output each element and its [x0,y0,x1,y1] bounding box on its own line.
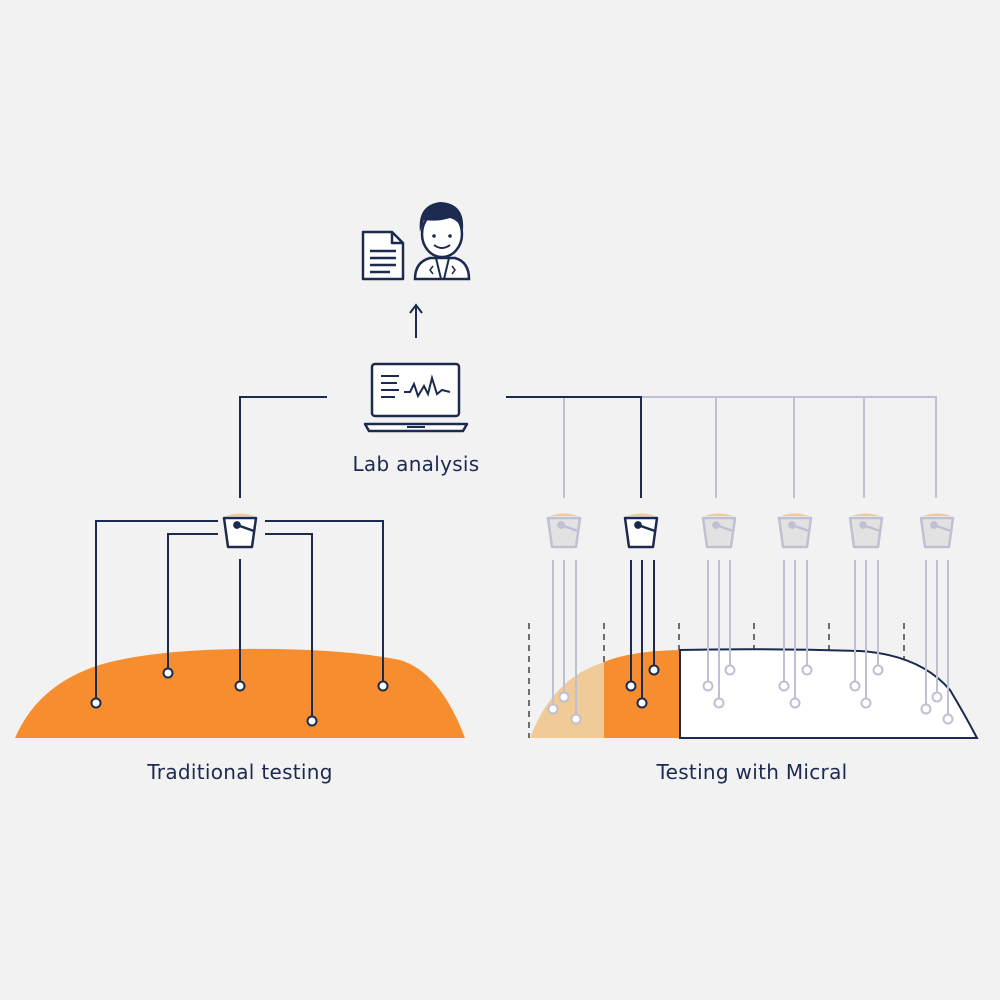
micral-testing-label: Testing with Micral [656,760,848,784]
bucket-icon [623,513,659,549]
arrow-up-icon [409,303,423,338]
laptop-icon [363,362,469,433]
traditional-field [15,648,465,738]
person-icon [413,202,471,281]
bucket-icon [777,513,813,549]
micral-inactive-wiring [563,396,937,498]
document-icon [361,230,405,281]
bucket-icon [848,513,884,549]
bucket-icon [222,513,258,549]
lab-analysis-label: Lab analysis [352,452,480,476]
traditional-sample-points [90,667,389,727]
micral-inactive-probes [552,560,949,714]
bucket-icon [919,513,955,549]
traditional-testing-label: Traditional testing [147,760,333,784]
bucket-icon [701,513,737,549]
traditional-sample-wiring [95,520,384,716]
micral-active-points [625,664,660,709]
lab-connection-wiring [239,396,642,498]
micral-field [530,648,979,739]
micral-active-probes [630,560,655,698]
micral-inactive-points [547,664,954,725]
bucket-icon [546,513,582,549]
